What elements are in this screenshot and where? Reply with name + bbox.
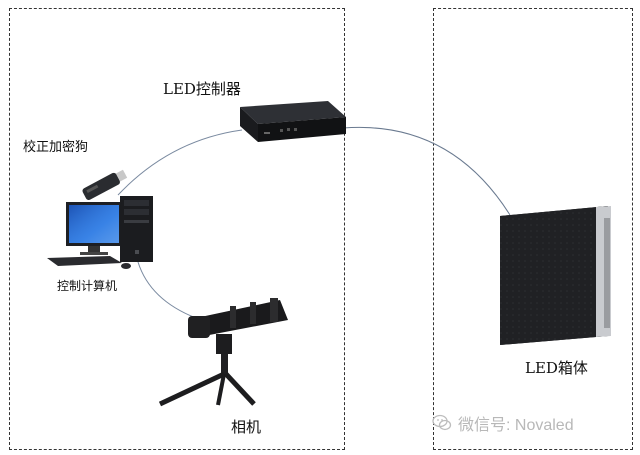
usb-dongle [82, 169, 128, 201]
dongle-label: 校正加密狗 [23, 140, 89, 155]
control-pc-label: 控制计算机 [57, 279, 118, 293]
led-controller-label: LED控制器 [163, 80, 241, 98]
watermark: 微信号: Novaled [432, 410, 574, 436]
cable-pc-to-camera [137, 261, 197, 319]
camera-device [158, 298, 288, 407]
camera-label: 相机 [231, 418, 262, 436]
cable-controller-to-cabinet [342, 126, 511, 216]
watermark-text: 微信号: Novaled [458, 417, 574, 434]
led-cabinet-device [500, 206, 611, 345]
cable-pc-to-controller [117, 129, 243, 196]
led-controller-device [240, 101, 346, 142]
right-cabinet-box [433, 8, 633, 450]
wechat-icon [432, 414, 452, 431]
computer-device [47, 196, 153, 269]
left-system-box [9, 8, 345, 450]
led-cabinet-label: LED箱体 [525, 359, 588, 377]
